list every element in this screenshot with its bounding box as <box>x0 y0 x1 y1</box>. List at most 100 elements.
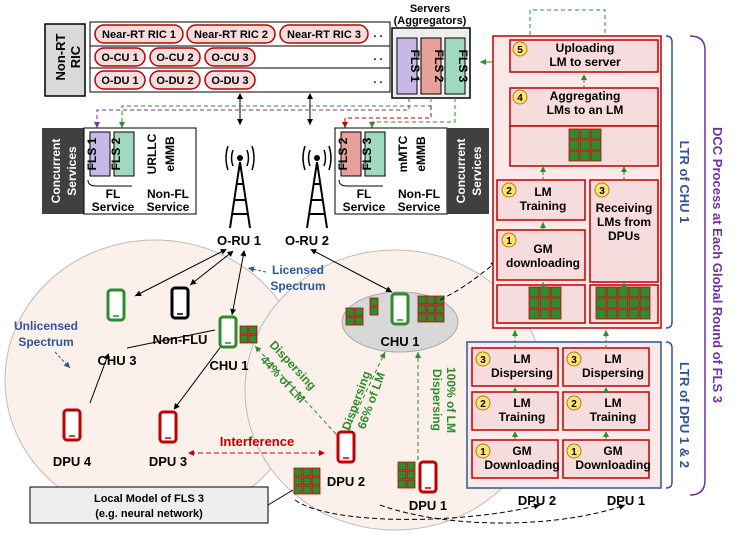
interference-label: Interference <box>220 434 294 449</box>
dpu2-label: DPU 2 <box>327 474 365 489</box>
oru2-tower-icon <box>302 145 332 229</box>
dpu4-label: DPU 4 <box>53 454 92 469</box>
dpu1-col-label: DPU 1 <box>607 493 645 508</box>
right-fl-box-label-1: FLS 2 <box>336 137 350 170</box>
dpu1-label: DPU 1 <box>409 498 447 513</box>
svg-text:1: 1 <box>506 236 512 247</box>
chu-step3-label-2: LMs from <box>597 215 651 229</box>
left-concurrent-box <box>42 128 84 214</box>
chu1-phone-icon <box>390 292 410 326</box>
left-fl-label-1: FL <box>106 187 121 201</box>
chu-step4-label-2: LMs to an LM <box>547 103 624 117</box>
disp100-label-2: 100% of LM <box>444 367 458 433</box>
chu-step1-label-1: GM <box>533 242 552 256</box>
chu1-left-phone-icon <box>218 315 238 349</box>
dpu3-label: DPU 3 <box>149 454 187 469</box>
dpu2-lm-icon <box>293 467 321 495</box>
left-fl-box-label-1: FLS 1 <box>85 137 99 170</box>
dpu2-phone-icon <box>336 430 356 464</box>
right-nonfl-label-1: Non-FL <box>398 187 440 201</box>
ocu-pill-3 <box>204 47 256 67</box>
chu-step1-label-2: downloading <box>506 256 580 270</box>
left-nonfl-label-1: Non-FL <box>147 187 189 201</box>
fls1-link <box>94 98 410 128</box>
ocu-pill-label-2: O-CU 2 <box>156 52 193 64</box>
left-nonfl-label-2: Service <box>147 200 190 214</box>
dpu-col2-step2-num <box>566 395 582 411</box>
right-fl-box-1 <box>340 131 362 177</box>
svg-text:3: 3 <box>571 355 577 366</box>
odu-pill-label-1: O-DU 1 <box>101 75 138 87</box>
chu-step3-label-1: Receiving <box>596 201 653 215</box>
dpu2-col-label: DPU 2 <box>518 493 556 508</box>
chu3-phone-icon <box>106 288 126 322</box>
ric-label-1: Non-RT <box>53 33 68 80</box>
dpu-col2-step2-label-2: Training <box>590 410 637 424</box>
near_rt-pill-1 <box>94 24 184 44</box>
server-fls2-label: FLS 2 <box>432 50 446 83</box>
dpu-col2-step2-label-1: LM <box>604 396 621 410</box>
odu-dots: . . <box>373 74 382 86</box>
nonflu-label: Non-FLU <box>153 332 208 347</box>
unlicensed-label-2: Spectrum <box>18 335 73 349</box>
right-fl-label-2: Service <box>343 200 386 214</box>
dpu-col2-step3-label-2: Dispersing <box>582 366 644 380</box>
dpu-col2-step3-num <box>566 351 582 367</box>
chu-step5-box <box>509 39 659 73</box>
chu-step1-num <box>501 232 517 248</box>
chu-step2-label-1: LM <box>534 185 551 199</box>
near_rt-dots: . . <box>373 28 382 40</box>
fls2-link-left <box>119 98 432 128</box>
non-rt-ric-box <box>44 23 86 97</box>
dpu-col1-step2-label-1: LM <box>513 396 530 410</box>
svg-text:3: 3 <box>480 355 486 366</box>
left-fl-box-1 <box>89 131 111 177</box>
dpu-col1-step1-label-1: GM <box>512 444 531 458</box>
chu-step3-num <box>594 182 610 198</box>
near_rt-pill-label-2: Near-RT RIC 2 <box>194 29 268 41</box>
licensed-label-2: Spectrum <box>270 279 325 293</box>
left-concurrent-label-2: Services <box>65 146 79 196</box>
local-model-note-box <box>29 486 269 524</box>
right-fl-box-label-2: FLS 3 <box>360 137 374 170</box>
dpu-col2-step1-label-2: Downloading <box>575 458 650 472</box>
near_rt-pill-3 <box>279 24 369 44</box>
chu3-label: CHU 3 <box>97 353 136 368</box>
server-fls1 <box>396 37 418 95</box>
chu-step4-num <box>512 89 528 105</box>
right-fl-label-1: FL <box>357 187 372 201</box>
left-nonfl-1: URLLC <box>145 133 159 174</box>
right-concurrent-label-1: Concurrent <box>454 139 468 204</box>
dpu4-phone-icon <box>62 408 82 442</box>
left-fl-box-label-2: FLS 2 <box>109 137 123 170</box>
chu-step5-label-1: Uploading <box>556 41 615 55</box>
licensed-label-1: Licensed <box>272 263 324 277</box>
right-nonfl-1: mMTC <box>396 135 410 172</box>
dpu-col1-step1-label-2: Downloading <box>484 458 559 472</box>
left-nonfl-2: eMMB <box>163 136 177 172</box>
ocu-pill-1 <box>94 47 146 67</box>
dpu-col1-step1-num <box>475 443 491 459</box>
near_rt-pill-label-1: Near-RT RIC 1 <box>102 29 176 41</box>
oru1-label: O-RU 1 <box>217 233 261 248</box>
chu-step5-num <box>512 41 528 57</box>
servers-title: Servers <box>410 3 450 15</box>
dpu3-phone-icon <box>158 410 178 444</box>
chu-gm-lm-icon <box>528 286 562 320</box>
chu-step2-num <box>501 182 517 198</box>
svg-text:5: 5 <box>517 45 523 56</box>
right-nonfl-2: eMMB <box>414 136 428 172</box>
disp100-label-1: Dispersing <box>430 369 444 431</box>
right-concurrent-box <box>447 128 489 214</box>
svg-text:3: 3 <box>599 186 605 197</box>
dcc-label: DCC Process at Each Global Round of FLS … <box>710 127 725 403</box>
server-fls3-label: FLS 3 <box>456 50 470 83</box>
right-fl-box-2 <box>364 131 386 177</box>
ric-label-2: RIC <box>68 45 83 68</box>
oru1-tower-icon <box>225 145 255 229</box>
